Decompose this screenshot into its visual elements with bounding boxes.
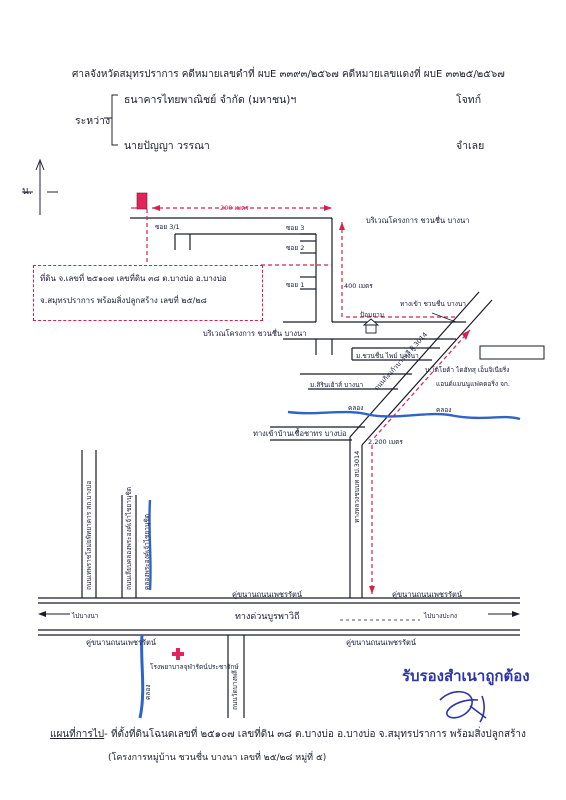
main-soi-vertical — [300, 218, 333, 322]
frontage-right-top: คู่ขนานถนนเพชรรัตน์ — [392, 590, 463, 599]
expressway-lines — [38, 597, 520, 636]
road-bottom-vertical-label: ถนนวัดบางพลี — [231, 670, 239, 710]
guard-post-icon — [362, 318, 380, 334]
canal-bottom — [138, 634, 145, 719]
soi-1-label: ซอย 1 — [286, 281, 305, 289]
north-side-roads — [81, 450, 137, 598]
hospital-label: โรงพยาบาลจุฬารัตน์ประชารักษ์ — [150, 663, 239, 671]
footer-title: แผนที่การไป- ที่ตั้งที่ดินโฉนดเลขที่ ๒๕๑… — [50, 727, 526, 742]
frontage-left-bottom: คู่ขนานถนนเพชรรัตน์ — [86, 638, 157, 647]
canal — [287, 410, 521, 421]
land-plot-marker — [136, 192, 148, 210]
project-top-label: บริเวณโครงการ ชวนชื่น บางนา — [366, 216, 470, 225]
court-case-line: ศาลจังหวัดสมุทรปราการ คดีหมายเลขดำที่ ผบ… — [72, 69, 505, 80]
north-label: น. — [22, 186, 33, 197]
defendant-role: จำเลย — [456, 140, 485, 152]
certified-stamp: รับรองสำเนาถูกต้อง — [402, 667, 530, 685]
footer-title-rest: - ที่ตั้งที่ดินโฉนดเลขที่ ๒๕๑๐๗ เลขที่ดิ… — [104, 729, 526, 740]
entrance-chuanchuen-label: ทางเข้า ชวนชื่น บางนา — [400, 300, 466, 308]
warehouse-label-1: บ.โตโยต้า ไดฮัทสุ เอ็นจิเนียริ่ง — [425, 366, 510, 374]
defendant-name: นายปัญญา วรรณา — [124, 140, 210, 152]
frontage-right-bottom: คู่ขนานถนนเพชรรัตน์ — [346, 638, 417, 647]
distance-400: 400 เมตร — [344, 282, 373, 290]
canal-bottom-label: คลอง — [144, 684, 152, 700]
hospital-icon — [172, 648, 184, 660]
footer-title-underlined: แผนที่การไป — [50, 729, 105, 740]
project-mid-label: บริเวณโครงการ ชวนชื่น บางนา — [203, 329, 307, 338]
khlong-canal-label: คลองพระองค์เจ้าไชยานุชิต — [143, 514, 151, 590]
between-label: ระหว่าง — [75, 115, 111, 127]
north-arrow-icon — [22, 158, 58, 215]
chuanchuen-prime-label: ม.ชวนชื่น ไพม์ บางนา — [356, 352, 419, 360]
warehouse-box — [479, 345, 545, 360]
canal-upper-left — [148, 499, 152, 591]
distance-2200: 2,200 เมตร — [368, 438, 403, 446]
project-road — [283, 321, 466, 355]
to-bangna-label: ไปบางนา — [72, 612, 99, 620]
plaintiff-name: ธนาคารไทยพาณิชย์ จำกัด (มหาชน)ฯ — [124, 94, 297, 106]
expressway-arrows — [38, 611, 520, 617]
sirin-house-label: ม.สิรินเฮ้าส์ บางนา — [310, 381, 364, 389]
footer-subtitle: (โครงการหมู่บ้าน ชวนชื่น บางนา เลขที่ ๒๕… — [108, 753, 327, 763]
frontage-left-top: คู่ขนานถนนเพชรรัตน์ — [232, 590, 303, 599]
plaintiff-role: โจทก์ — [456, 94, 482, 106]
route-arrowheads — [152, 205, 470, 594]
guard-post-label: ป้อมยาม — [360, 311, 385, 319]
warehouse-label-2: แอนด์แมนนูแฟคตอริ่ง จก. — [436, 380, 510, 388]
entrance-pointer — [431, 312, 457, 323]
soi-3-label: ซอย 3 — [286, 224, 305, 232]
land-info-box — [33, 265, 263, 321]
soi-2-label: ซอย 2 — [286, 244, 305, 252]
canal-label-left: คลอง — [348, 404, 364, 412]
diagonal-road — [349, 291, 493, 598]
top-soi-road — [130, 217, 332, 250]
route-path — [152, 207, 471, 594]
expressway-label: ทางด่วนบูรพาวิถี — [235, 612, 300, 622]
khlong-road-label: ถนนเลียบคลองพระองค์เจ้าไชยานุชิต — [125, 487, 133, 590]
soi-3-1-label: ซอย 3/1 — [155, 223, 180, 231]
school-road-label: ถนนเทพราชโสม่ยพิทยาคาร สถ.บางบ่อ — [85, 480, 93, 590]
side-roads — [270, 347, 440, 441]
south-side-roads — [227, 635, 245, 718]
between-bracket — [104, 94, 118, 146]
canal-label-right: คลอง — [436, 406, 452, 414]
entrance-bang-bo-label: ทางเข้าบ้านเชื้อชาทร บางบ่อ — [253, 429, 347, 438]
road-vertical-label: ทางหลวงชนบท สป.3014 — [353, 450, 361, 523]
to-bangpakong-label: ไปบางปะกง — [424, 612, 458, 620]
distance-200: 200 เมตร — [220, 204, 249, 212]
land-info-line-2: จ.สมุทรปราการ พร้อมสิ่งปลูกสร้าง เลขที่ … — [40, 296, 207, 305]
land-info-line-1: ที่ดิน จ.เลขที่ ๒๕๑๐๗ เลขที่ดิน ๓๘ ต.บาง… — [40, 274, 227, 283]
